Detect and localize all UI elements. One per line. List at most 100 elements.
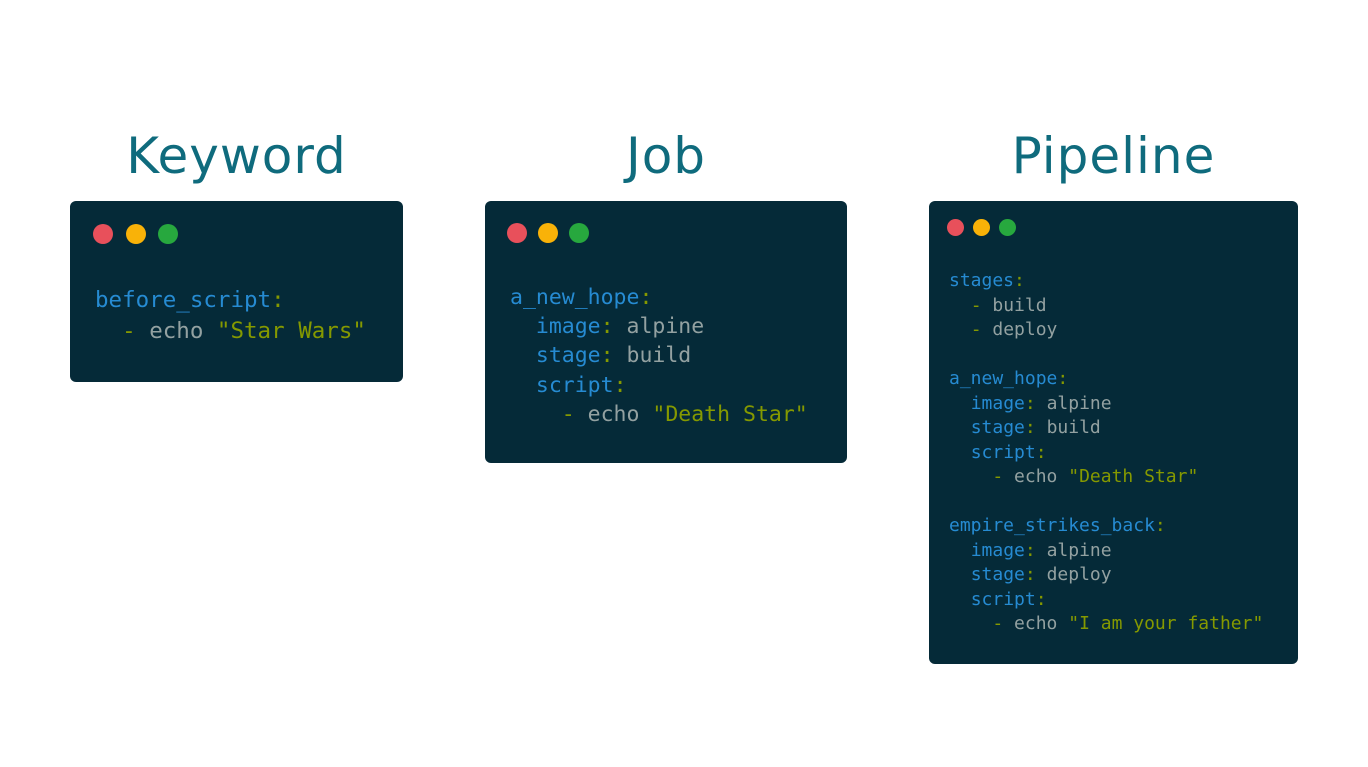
job-title: Job <box>625 127 707 185</box>
code-colon: : <box>1035 441 1047 463</box>
window-maximize-dot-icon <box>999 219 1016 236</box>
code-value: alpine <box>626 314 705 340</box>
code-indent <box>949 466 992 487</box>
code-indent <box>510 343 536 368</box>
code-line: - echo "Death Star" <box>949 465 1263 490</box>
pipeline-title: Pipeline <box>1011 127 1216 185</box>
code-colon: : <box>271 287 285 313</box>
code-line: a_new_hope: <box>949 367 1263 392</box>
code-line: image: alpine <box>949 539 1263 564</box>
code-indent <box>949 540 971 561</box>
code-line: empire_strikes_back: <box>949 514 1263 539</box>
code-indent <box>949 319 971 340</box>
window-minimize-dot-icon <box>538 223 558 243</box>
code-key: script <box>970 441 1036 463</box>
code-colon: : <box>1024 564 1047 585</box>
code-colon: : <box>1154 515 1166 536</box>
code-line: stage: build <box>949 416 1263 441</box>
keyword-code-window: before_script: - echo "Star Wars" <box>70 201 403 382</box>
code-value: build <box>1046 417 1101 438</box>
code-key: stage <box>970 564 1025 585</box>
code-line: - build <box>949 294 1263 319</box>
code-key: empire_strikes_back <box>949 515 1155 536</box>
code-value: echo <box>1014 466 1069 487</box>
code-colon: : <box>1057 368 1069 389</box>
code-key: image <box>970 392 1025 414</box>
code-value: echo <box>149 318 217 344</box>
code-line: - echo "Star Wars" <box>95 316 366 347</box>
code-value: echo <box>587 401 653 427</box>
code-colon: : <box>600 314 627 340</box>
window-maximize-dot-icon <box>569 223 589 243</box>
code-indent <box>510 402 562 427</box>
code-colon: : <box>613 372 627 398</box>
code-value: deploy <box>992 319 1058 340</box>
code-string: "Star Wars" <box>216 318 366 344</box>
code-colon: : <box>1024 417 1047 438</box>
window-maximize-dot-icon <box>158 224 178 244</box>
code-key: a_new_hope <box>510 285 640 310</box>
code-colon: : <box>1024 392 1047 414</box>
code-indent <box>949 393 971 414</box>
keyword-title: Keyword <box>126 127 347 185</box>
code-list-dash: - <box>992 613 1015 634</box>
job-code-window: a_new_hope: image: alpine stage: build s… <box>485 201 847 463</box>
code-key: a_new_hope <box>949 368 1058 389</box>
code-indent <box>949 417 971 438</box>
window-minimize-dot-icon <box>126 224 146 244</box>
job-code-block: a_new_hope: image: alpine stage: build s… <box>510 283 808 429</box>
code-key: stages <box>949 270 1015 291</box>
code-line: script: <box>949 441 1263 466</box>
code-line: before_script: <box>95 285 366 316</box>
pipeline-code-block: stages: - build - deploy a_new_hope: ima… <box>949 269 1263 637</box>
code-string: "Death Star" <box>1068 466 1199 487</box>
code-key: script <box>970 588 1036 610</box>
code-indent <box>949 442 971 463</box>
code-list-dash: - <box>970 319 993 340</box>
code-indent <box>510 314 536 339</box>
code-key: stage <box>970 417 1025 438</box>
code-key: script <box>535 372 614 398</box>
window-close-dot-icon <box>947 219 964 236</box>
window-minimize-dot-icon <box>973 219 990 236</box>
code-indent <box>95 318 122 344</box>
code-indent <box>949 564 971 585</box>
code-key: before_script <box>95 287 272 313</box>
code-value: build <box>626 343 692 369</box>
code-line <box>949 343 1263 368</box>
code-value: build <box>992 294 1047 316</box>
code-line: stages: <box>949 269 1263 294</box>
code-value: echo <box>1014 613 1069 634</box>
code-colon: : <box>1024 539 1047 561</box>
code-indent <box>949 589 971 610</box>
code-colon: : <box>600 343 627 369</box>
code-line <box>949 490 1263 515</box>
code-line: - deploy <box>949 318 1263 343</box>
code-list-dash: - <box>561 401 588 427</box>
code-line: script: <box>510 371 808 400</box>
code-line: - echo "Death Star" <box>510 400 808 429</box>
code-key: stage <box>535 343 601 369</box>
code-line: a_new_hope: <box>510 283 808 312</box>
code-line: stage: build <box>510 341 808 370</box>
code-list-dash: - <box>122 318 150 344</box>
code-indent <box>949 295 971 316</box>
keyword-code-block: before_script: - echo "Star Wars" <box>95 285 366 347</box>
code-indent <box>949 613 992 634</box>
code-list-dash: - <box>970 294 993 316</box>
window-close-dot-icon <box>507 223 527 243</box>
code-line: - echo "I am your father" <box>949 612 1263 637</box>
window-close-dot-icon <box>93 224 113 244</box>
code-colon: : <box>639 285 653 310</box>
code-line: image: alpine <box>949 392 1263 417</box>
code-colon: : <box>1035 588 1047 610</box>
code-value: alpine <box>1046 539 1112 561</box>
code-value: alpine <box>1046 392 1112 414</box>
code-line: stage: deploy <box>949 563 1263 588</box>
pipeline-code-window: stages: - build - deploy a_new_hope: ima… <box>929 201 1298 664</box>
code-value: deploy <box>1046 564 1112 585</box>
code-string: "Death Star" <box>652 401 808 427</box>
code-list-dash: - <box>992 466 1015 487</box>
code-key: image <box>535 314 601 340</box>
code-colon: : <box>1014 270 1025 291</box>
